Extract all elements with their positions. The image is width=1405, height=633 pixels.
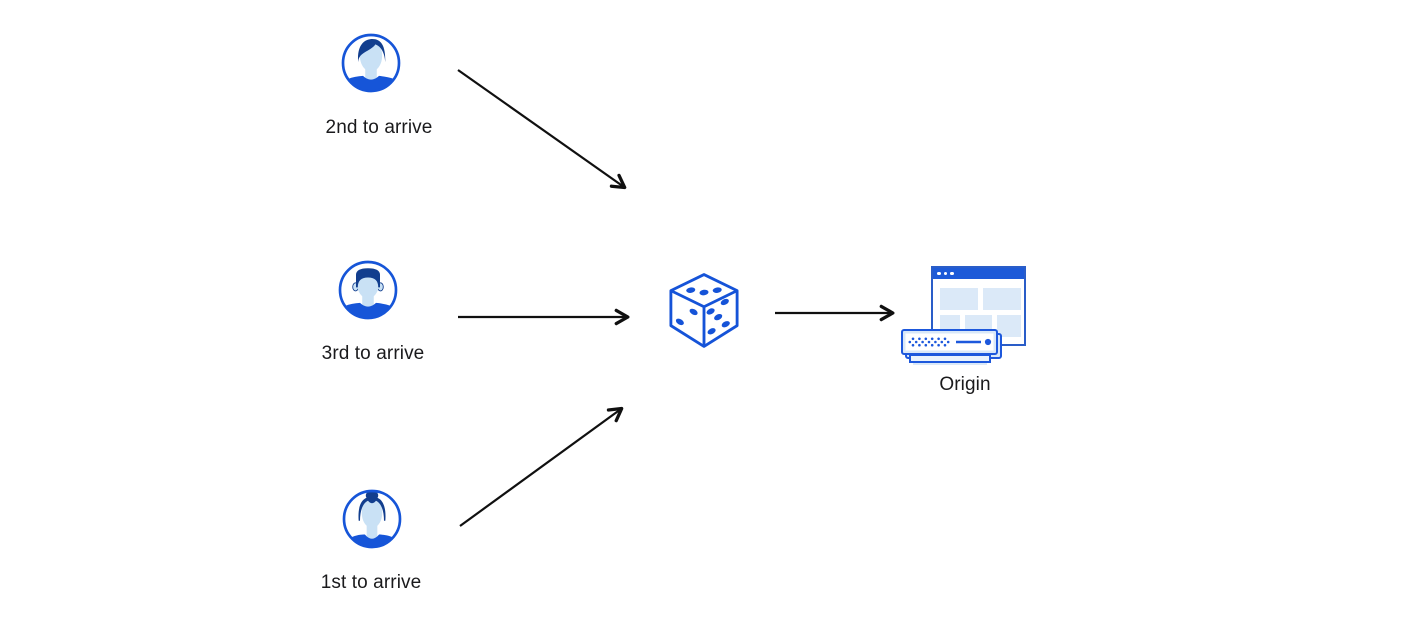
origin-server-icon	[901, 329, 998, 355]
titlebar-dot-icon	[950, 271, 954, 276]
visitor-2nd-node	[339, 31, 403, 100]
visitor-1st-node	[340, 487, 404, 556]
server-front-panel	[908, 337, 992, 347]
dice-icon	[669, 273, 739, 348]
page-content-block	[997, 315, 1021, 337]
user-male-swoop-avatar-icon	[341, 33, 401, 93]
random-selector-node	[669, 272, 739, 354]
user-female-bun-avatar-icon	[342, 489, 402, 549]
server-base	[909, 354, 991, 363]
visitor-2nd-label: 2nd to arrive	[325, 117, 433, 138]
origin-node: Origin	[896, 266, 1034, 400]
visitor-3rd-node	[336, 258, 400, 327]
page-content-block	[983, 288, 1021, 310]
visitor-3rd-label: 3rd to arrive	[321, 343, 425, 364]
origin-label: Origin	[939, 374, 991, 395]
arrow-2nd-to-dice	[457, 69, 627, 190]
page-content-block	[940, 315, 960, 330]
arrow-1st-to-dice	[459, 406, 624, 527]
visitor-1st-label: 1st to arrive	[320, 572, 422, 593]
titlebar-dot-icon	[943, 271, 947, 276]
page-content-block	[940, 288, 978, 310]
user-male-flattop-avatar-icon	[338, 260, 398, 320]
browser-titlebar	[933, 268, 1024, 279]
titlebar-dot-icon	[937, 271, 941, 276]
